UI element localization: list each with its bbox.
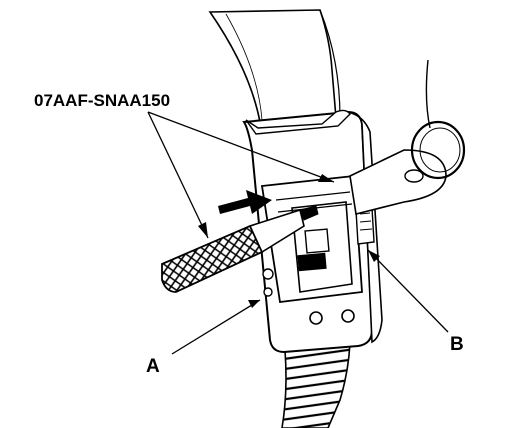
buckle-housing: [242, 109, 383, 354]
anchor-plate: [349, 149, 447, 215]
wire-ring: [410, 59, 466, 180]
belt-webbing: [208, 9, 341, 123]
release-tool: [161, 205, 319, 293]
label-b: B: [450, 334, 464, 355]
leader-lines: [147, 111, 449, 355]
leader-arrowheads: [198, 174, 380, 308]
insert-direction-arrow: [218, 190, 272, 214]
tool-part-number-label: 07AAF-SNAA150: [34, 91, 170, 110]
label-a: A: [146, 356, 160, 377]
